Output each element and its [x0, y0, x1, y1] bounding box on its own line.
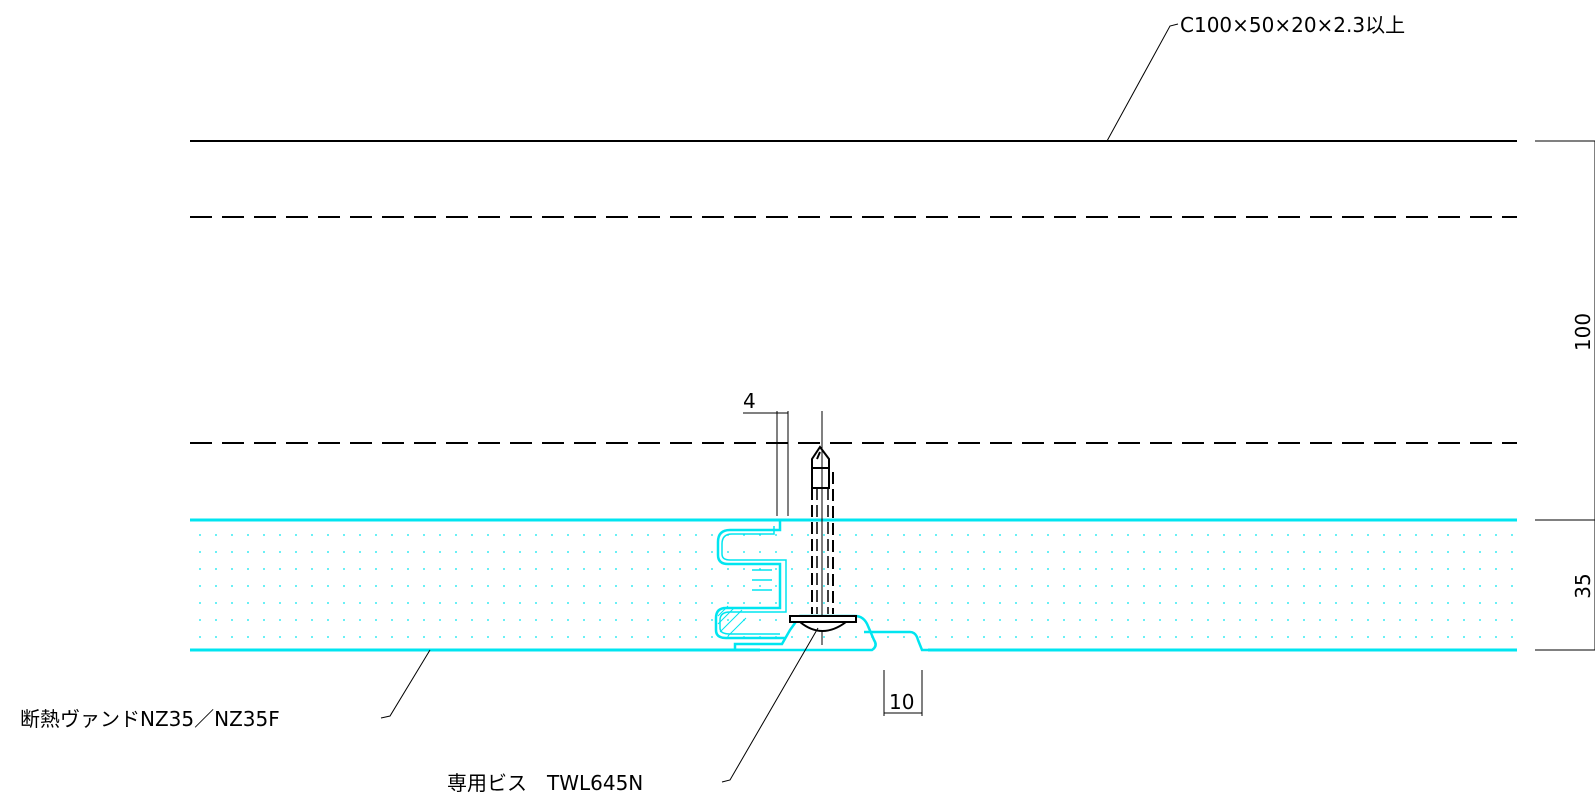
panel-joint-flange-lines — [752, 569, 772, 591]
dimension-gap-value: 4 — [743, 389, 756, 413]
dimension-purlin-depth-value: 100 — [1571, 313, 1595, 351]
dimension-panel-thickness-value: 35 — [1571, 573, 1595, 598]
panel-core-fill — [190, 521, 1517, 649]
leader-panel — [380, 649, 431, 719]
insulated-panel — [190, 518, 1517, 652]
dimension-purlin-depth: 100 — [1535, 140, 1595, 521]
c-channel-purlin — [190, 140, 1517, 444]
dimension-gap: 4 — [743, 389, 789, 516]
panel-joint-step — [864, 630, 928, 652]
leader-channel — [1106, 23, 1179, 142]
screw-shank-upper — [811, 467, 830, 489]
screw — [789, 411, 857, 645]
screw-tip — [811, 445, 830, 468]
leader-screw — [721, 627, 819, 783]
panel-joint-hatch — [717, 605, 747, 637]
panel-joint-tongue-inner — [719, 526, 787, 635]
dimension-joint-offset-value: 10 — [889, 690, 914, 714]
screw-head — [797, 621, 850, 632]
label-channel-spec: C100×50×20×2.3以上 — [1180, 13, 1405, 37]
panel-joint-tongue — [714, 520, 785, 640]
label-panel-spec: 断熱ヴァンドNZ35／NZ35F — [20, 707, 280, 731]
dimension-panel-thickness: 35 — [1535, 520, 1595, 651]
dimension-joint-offset: 10 — [883, 670, 923, 716]
label-screw-spec: 専用ビス TWL645N — [447, 771, 643, 795]
